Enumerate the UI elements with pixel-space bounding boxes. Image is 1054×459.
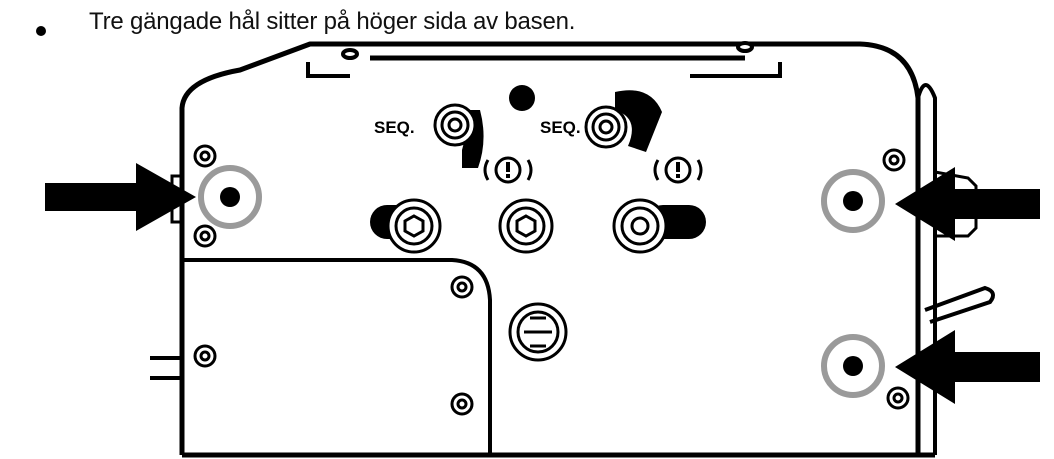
seq-label-right: SEQ. xyxy=(540,118,581,137)
threaded-hole-left xyxy=(198,165,262,229)
hex-fitting-center xyxy=(498,198,554,254)
right-side-handle xyxy=(924,285,996,324)
center-cap xyxy=(508,302,568,362)
lower-left-panel xyxy=(182,258,492,455)
threaded-hole-right-upper xyxy=(821,169,885,233)
bullet-text: Tre gängade hål sitter på höger sida av … xyxy=(89,8,576,35)
seq-valve-right xyxy=(584,90,662,152)
base-outline xyxy=(179,41,937,458)
bullet-point xyxy=(36,26,46,36)
seq-label-left: SEQ. xyxy=(374,118,415,137)
arrow-right-icon xyxy=(45,163,196,231)
left-side-lever xyxy=(150,356,182,380)
warning-icon xyxy=(653,156,703,184)
hex-fitting-right xyxy=(612,198,706,254)
hex-fitting-left xyxy=(370,198,442,254)
warning-icon xyxy=(483,156,533,184)
threaded-hole-right-lower xyxy=(821,334,885,398)
top-rail xyxy=(306,41,860,78)
arrow-left-icon xyxy=(895,330,1040,404)
seq-valve-left xyxy=(433,103,484,168)
arrow-left-icon xyxy=(895,167,1040,241)
small-screw xyxy=(193,144,910,416)
bullet-list-item: Tre gängade hål sitter på höger sida av … xyxy=(0,0,1054,44)
indicator-dot xyxy=(509,85,535,111)
